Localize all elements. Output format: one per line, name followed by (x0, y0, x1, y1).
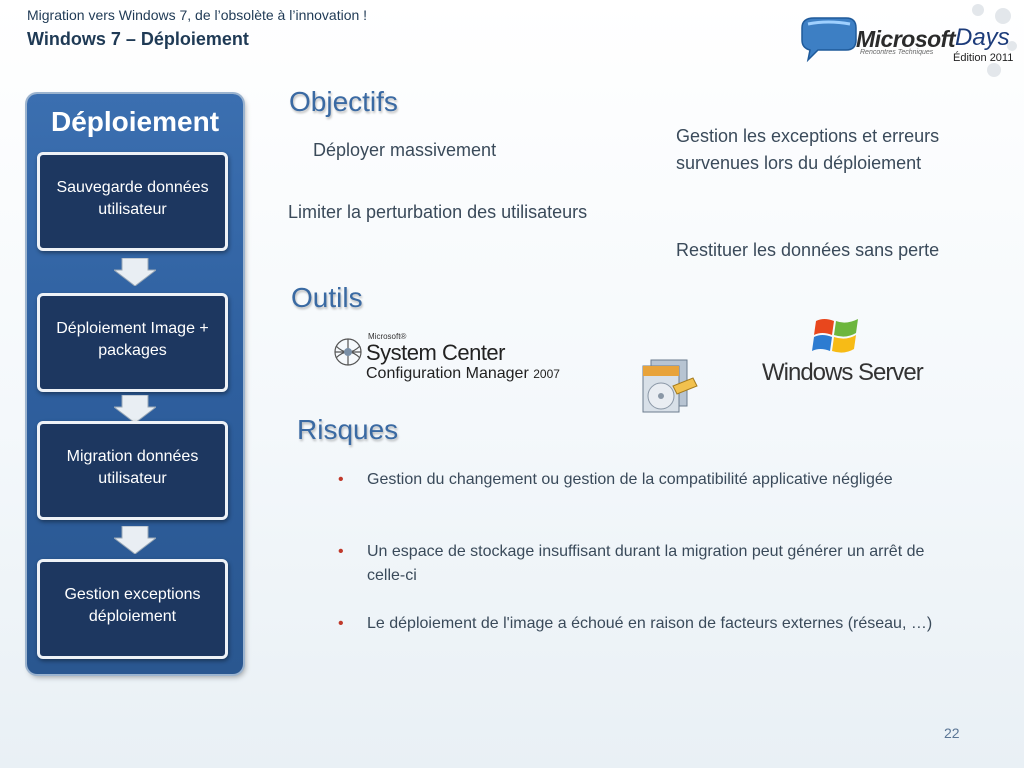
sccm-emblem-icon (334, 338, 362, 366)
sccm-line2-text: Configuration Manager (366, 365, 529, 382)
flow-step-label: Déploiement Image + packages (56, 320, 209, 359)
risk-item: • Le déploiement de l'image a échoué en … (338, 612, 932, 662)
down-arrow-icon (114, 258, 156, 286)
sccm-logo: Microsoft® System Center Configuration M… (330, 330, 570, 390)
flow-step: Gestion exceptions déploiement (37, 559, 228, 659)
risques-heading: Risques (297, 414, 399, 445)
bullet: • (338, 471, 344, 488)
package-icon (642, 359, 698, 413)
bullet: • (338, 543, 344, 560)
down-arrow-icon (114, 526, 156, 554)
flow-step-label: Sauvegarde données utilisateur (56, 179, 209, 218)
flow-step-label: Gestion exceptions déploiement (64, 586, 201, 625)
risk-text: Gestion du changement ou gestion de la c… (367, 471, 893, 488)
logo-brand-microsoft: Microsoft (856, 26, 956, 52)
header-title: Windows 7 – Déploiement (27, 29, 249, 49)
bullet: • (338, 615, 344, 632)
microsoft-days-logo: Microsoft Days Rencontres Techniques Édi… (798, 2, 1020, 82)
risk-text: Un espace de stockage insuffisant durant… (367, 543, 925, 584)
risk-text: Le déploiement de l'image a échoué en ra… (367, 615, 933, 632)
page-number: 22 (944, 725, 960, 741)
sccm-year: 2007 (533, 367, 560, 381)
logo-decoration-icon (801, 4, 1017, 77)
objectif-item: Restituer les données sans perte (676, 240, 940, 260)
flow-step: Déploiement Image + packages (37, 293, 228, 392)
windows-flag-icon (812, 319, 858, 353)
objectif-item: Gestion les exceptions et erreurs surven… (676, 126, 940, 173)
risk-item: • Un espace de stockage insuffisant dura… (338, 540, 928, 590)
deployment-flow-panel: Déploiement Sauvegarde données utilisate… (27, 94, 243, 674)
outils-heading: Outils (291, 282, 363, 313)
flow-step: Sauvegarde données utilisateur (37, 152, 228, 251)
sccm-line1: System Center (366, 340, 506, 365)
flow-title: Déploiement (50, 106, 220, 137)
objectifs-heading: Objectifs (289, 86, 398, 117)
logo-edition: Édition 2011 (953, 52, 1014, 64)
windows-server-logo: Windows Server (760, 313, 932, 386)
logo-brand-days: Days (955, 24, 1010, 51)
sccm-microsoft: Microsoft® (368, 332, 407, 341)
down-arrow-icon (114, 395, 156, 423)
objectif-item: Déployer massivement (313, 140, 497, 160)
flow-step: Migration données utilisateur (37, 421, 228, 520)
risk-item: • Gestion du changement ou gestion de la… (338, 468, 928, 518)
objectif-item: Limiter la perturbation des utilisateurs (288, 202, 588, 222)
header-subtitle: Migration vers Windows 7, de l’obsolète … (27, 7, 368, 23)
sccm-line2: Configuration Manager 2007 (366, 365, 560, 383)
flow-step-label: Migration données utilisateur (66, 448, 199, 487)
logo-tagline: Rencontres Techniques (860, 49, 934, 56)
windows-server-text: Windows Server (762, 359, 924, 386)
